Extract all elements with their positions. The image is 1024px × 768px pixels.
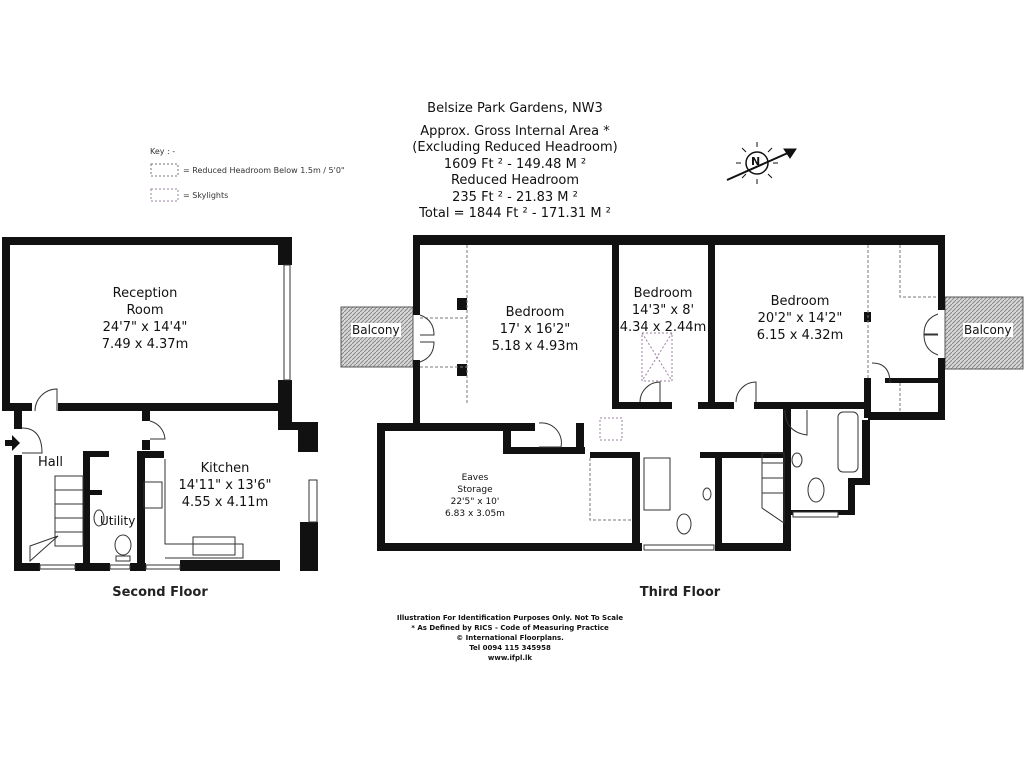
footer-line: www.ifpl.lk xyxy=(487,654,533,662)
room-name: Bedroom xyxy=(633,286,693,301)
third-floor-walls xyxy=(377,235,945,551)
room-name: Reception xyxy=(112,286,178,301)
room-dimensions-metric: 7.49 x 4.37m xyxy=(101,337,189,352)
area-title: Approx. Gross Internal Area * xyxy=(420,123,610,139)
room-dimensions-imperial: 22'5" x 10' xyxy=(450,497,500,507)
room-name: Room xyxy=(126,303,164,318)
second-floor-fixtures xyxy=(21,264,318,570)
room-eaves-storage: Eaves Storage 22'5" x 10' 6.83 x 3.05m xyxy=(425,472,525,520)
key-skylight-swatch xyxy=(150,188,179,202)
key-title: Key : - xyxy=(150,147,176,156)
room-bedroom-3: Bedroom 20'2" x 14'2" 6.15 x 4.32m xyxy=(740,293,860,344)
third-floor-title: Third Floor xyxy=(639,585,721,600)
room-dimensions-imperial: 24'7" x 14'4" xyxy=(102,320,188,335)
second-floor-title: Second Floor xyxy=(112,585,208,600)
room-dimensions-imperial: 14'11" x 13'6" xyxy=(178,478,272,493)
total-area: Total = 1844 Ft ² - 171.31 M ² xyxy=(419,206,611,221)
compass-north-label: N xyxy=(751,155,761,168)
property-address: Belsize Park Gardens, NW3 xyxy=(427,101,603,116)
key-reduced-headroom: = Reduced Headroom Below 1.5m / 5'0" xyxy=(183,166,345,175)
balcony-left xyxy=(340,306,414,368)
reduced-headroom-value: 235 Ft ² - 21.83 M ² xyxy=(452,189,578,205)
footer-line: Illustration For Identification Purposes… xyxy=(396,614,624,622)
plan-header: Belsize Park Gardens, NW3 Approx. Gross … xyxy=(390,101,640,223)
room-dimensions-metric: 6.83 x 3.05m xyxy=(445,509,505,519)
room-name: Bedroom xyxy=(770,294,830,309)
room-dimensions-imperial: 20'2" x 14'2" xyxy=(757,311,843,326)
area-subtitle: (Excluding Reduced Headroom) xyxy=(412,140,618,155)
room-utility: Utility xyxy=(100,514,136,528)
room-dimensions-metric: 4.55 x 4.11m xyxy=(181,495,269,510)
room-dimensions-metric: 4.34 x 2.44m xyxy=(619,320,707,335)
room-name: Kitchen xyxy=(200,461,250,476)
room-reception: Reception Room 24'7" x 14'4" 7.49 x 4.37… xyxy=(95,285,195,353)
footer-disclaimer: Illustration For Identification Purposes… xyxy=(395,613,625,663)
room-dimensions-imperial: 17' x 16'2" xyxy=(499,322,571,337)
room-name: Storage xyxy=(457,485,493,495)
footer-line: © International Floorplans. xyxy=(456,634,564,642)
key-skylights: = Skylights xyxy=(183,191,229,200)
key-reduced-headroom-swatch xyxy=(150,163,179,177)
room-name: Bedroom xyxy=(505,305,565,320)
reduced-headroom-title: Reduced Headroom xyxy=(450,173,580,188)
balcony-right-label: Balcony xyxy=(963,323,1013,337)
room-dimensions-metric: 5.18 x 4.93m xyxy=(491,339,579,354)
room-bedroom-2: Bedroom 14'3" x 8' 4.34 x 2.44m xyxy=(613,285,713,336)
area-main: 1609 Ft ² - 149.48 M ² xyxy=(443,156,587,172)
entrance-arrow-icon xyxy=(5,435,20,451)
room-dimensions-metric: 6.15 x 4.32m xyxy=(756,328,844,343)
second-floor-walls xyxy=(2,237,318,571)
room-kitchen: Kitchen 14'11" x 13'6" 4.55 x 4.11m xyxy=(170,460,280,511)
third-floor-fixtures xyxy=(419,245,939,551)
balcony-left-label: Balcony xyxy=(351,323,401,337)
room-dimensions-imperial: 14'3" x 8' xyxy=(631,303,695,318)
compass-icon xyxy=(726,142,797,184)
footer-line: * As Defined by RICS - Code of Measuring… xyxy=(411,624,609,632)
room-name: Eaves xyxy=(461,473,489,483)
room-bedroom-1: Bedroom 17' x 16'2" 5.18 x 4.93m xyxy=(485,304,585,355)
room-hall: Hall xyxy=(38,455,63,470)
footer-line: Tel 0094 115 345958 xyxy=(469,644,551,652)
